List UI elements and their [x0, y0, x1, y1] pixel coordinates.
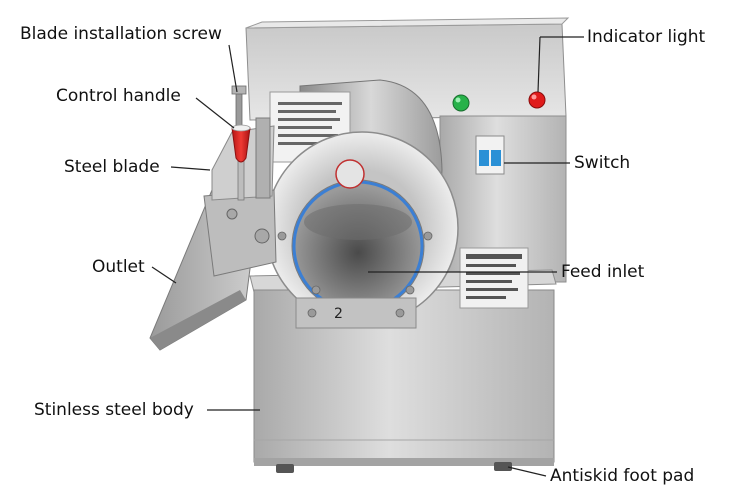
label-blade-installation-screw: Blade installation screw	[20, 24, 222, 44]
plate-number: 2	[334, 306, 343, 322]
label-steel-blade: Steel blade	[64, 157, 160, 177]
label-indicator-light: Indicator light	[587, 27, 706, 47]
leader-steel-blade	[170, 166, 211, 171]
warning-sticker	[459, 247, 529, 309]
label-antiskid-foot-pad: Antiskid foot pad	[550, 466, 695, 486]
leader-indicator-light-v	[537, 36, 541, 93]
label-feed-inlet: Feed inlet	[561, 262, 645, 282]
power-switch	[475, 135, 505, 175]
feed-inlet-ring	[265, 131, 459, 325]
foot-pads	[276, 462, 512, 473]
leader-outlet	[151, 266, 177, 284]
control-handle	[231, 124, 251, 201]
label-control-handle: Control handle	[56, 86, 181, 106]
label-switch: Switch	[574, 153, 631, 173]
leader-control-handle	[195, 97, 235, 129]
blade-installation-screw	[231, 85, 247, 127]
leader-lines	[151, 36, 584, 477]
leader-blade-installation-screw	[228, 44, 238, 93]
label-stainless-steel-body: Stinless steel body	[34, 400, 194, 420]
indicator-lights	[452, 91, 546, 112]
label-outlet: Outlet	[92, 257, 145, 277]
front-plate: 2	[295, 297, 417, 329]
leader-antiskid-foot-pad	[507, 466, 547, 477]
